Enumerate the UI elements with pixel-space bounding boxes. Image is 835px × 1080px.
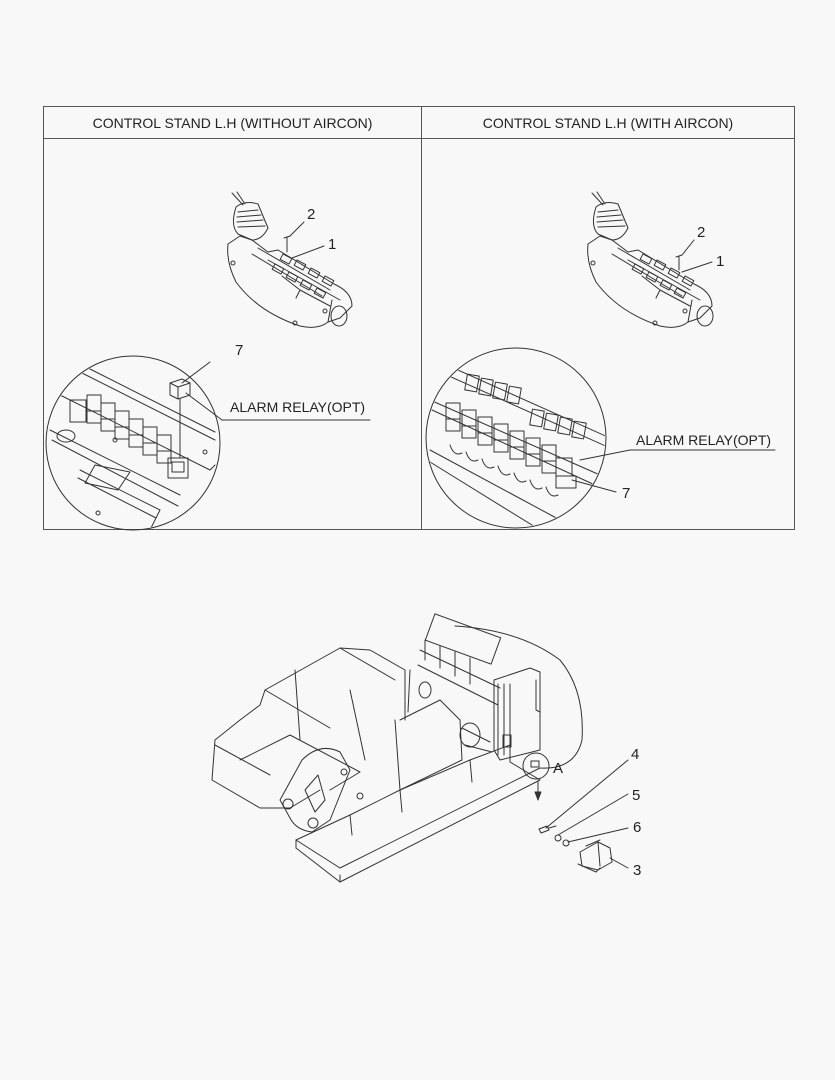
callout-part-7-left: 7	[235, 342, 244, 359]
callout-part-4: 4	[631, 746, 640, 763]
callout-part-3: 3	[633, 862, 642, 879]
table-header-row	[44, 107, 794, 139]
machine-overview-illustration	[211, 613, 629, 883]
column-divider	[421, 107, 422, 529]
relay-detail-circle-right	[425, 347, 776, 529]
detail-a-label: A	[553, 760, 564, 777]
parts-table-frame: CONTROL STAND L.H (WITHOUT AIRCON) CONTR…	[43, 106, 795, 530]
relay-detail-circle-left	[45, 355, 371, 531]
callout-part-1-left: 1	[328, 236, 337, 253]
header-without-aircon: CONTROL STAND L.H (WITHOUT AIRCON)	[92, 114, 373, 131]
control-stand-left-illustration	[227, 191, 353, 328]
alarm-relay-label-right: ALARM RELAY(OPT)	[636, 432, 772, 448]
callout-part-7-right: 7	[622, 485, 631, 502]
callout-part-5: 5	[632, 787, 641, 804]
alarm-relay-label-left: ALARM RELAY(OPT)	[230, 399, 366, 415]
callout-part-1-right: 1	[716, 253, 725, 270]
control-stand-right-illustration	[587, 191, 714, 328]
callout-part-6: 6	[633, 819, 642, 836]
callout-part-2-right: 2	[697, 224, 706, 241]
callout-part-2-left: 2	[307, 206, 316, 223]
header-with-aircon: CONTROL STAND L.H (WITH AIRCON)	[482, 114, 734, 131]
